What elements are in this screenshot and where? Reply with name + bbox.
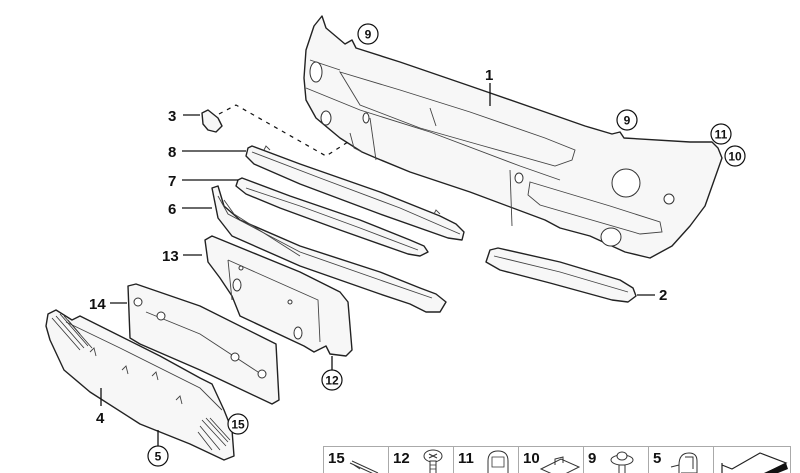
- circled-callout-11: 11: [710, 123, 732, 145]
- circled-callout-12: 12: [321, 356, 343, 391]
- legend-item-15[interactable]: 15: [323, 446, 388, 473]
- fastener-legend: 15 12 11 10 9: [323, 446, 791, 473]
- callout-14: 14: [89, 296, 127, 313]
- svg-text:6: 6: [168, 201, 176, 218]
- license-plate-holder[interactable]: [127, 283, 280, 405]
- spring-clip-icon: [670, 452, 698, 473]
- svg-text:3: 3: [168, 108, 176, 125]
- legend-label: 11: [458, 450, 474, 467]
- callout-1: 1: [485, 67, 493, 106]
- svg-text:2: 2: [659, 287, 667, 304]
- circled-callout-10: 10: [724, 145, 746, 167]
- bumper-trim-panel[interactable]: [303, 15, 723, 259]
- legend-item-11[interactable]: 11: [453, 446, 518, 473]
- svg-text:13: 13: [162, 248, 179, 265]
- svg-text:15: 15: [231, 418, 245, 432]
- callout-7: 7: [168, 173, 238, 190]
- callout-6: 6: [168, 201, 212, 218]
- assembly-line: [218, 104, 349, 157]
- circled-callout-9-left: 9: [357, 23, 379, 45]
- phillips-screw-icon: [423, 449, 443, 473]
- circled-callout-15: 15: [227, 413, 249, 435]
- svg-text:4: 4: [96, 410, 105, 427]
- round-head-screw-icon: [610, 451, 634, 473]
- clip-nut-icon: [539, 456, 581, 473]
- legend-label: 9: [588, 450, 597, 467]
- hex-collar-nut-icon: [487, 450, 509, 473]
- legend-item-5[interactable]: 5: [648, 446, 713, 473]
- legend-item-shim[interactable]: [713, 446, 791, 473]
- svg-text:14: 14: [89, 296, 106, 313]
- shim-wedge-icon: [721, 452, 788, 473]
- circled-callout-9-right: 9: [616, 109, 638, 131]
- legend-label: 15: [328, 450, 345, 467]
- circled-callout-5: 5: [147, 430, 169, 467]
- legend-item-12[interactable]: 12: [388, 446, 453, 473]
- callout-3: 3: [168, 108, 200, 125]
- callout-8: 8: [168, 144, 246, 161]
- svg-text:5: 5: [155, 450, 162, 464]
- right-bumper-strip[interactable]: [485, 247, 637, 303]
- svg-text:11: 11: [715, 128, 728, 142]
- expanding-rivet-icon: [349, 460, 379, 473]
- upper-trim-strip[interactable]: [245, 145, 465, 241]
- middle-trim-strip[interactable]: [235, 177, 429, 257]
- license-plate-base[interactable]: [204, 235, 353, 357]
- svg-text:7: 7: [168, 173, 176, 190]
- legend-item-9[interactable]: 9: [583, 446, 648, 473]
- legend-label: 12: [393, 450, 410, 467]
- svg-text:12: 12: [325, 374, 339, 388]
- tow-hook-cover[interactable]: [201, 109, 223, 133]
- callout-13: 13: [162, 248, 202, 265]
- svg-text:9: 9: [624, 114, 631, 128]
- callout-4: 4: [96, 388, 105, 427]
- legend-label: 5: [653, 450, 662, 467]
- callout-2: 2: [637, 287, 667, 304]
- svg-text:1: 1: [485, 67, 493, 84]
- legend-label: 10: [523, 450, 540, 467]
- svg-text:9: 9: [365, 28, 372, 42]
- svg-text:8: 8: [168, 144, 176, 161]
- lower-trim-strip[interactable]: [211, 185, 447, 313]
- legend-item-10[interactable]: 10: [518, 446, 583, 473]
- svg-text:10: 10: [728, 150, 742, 164]
